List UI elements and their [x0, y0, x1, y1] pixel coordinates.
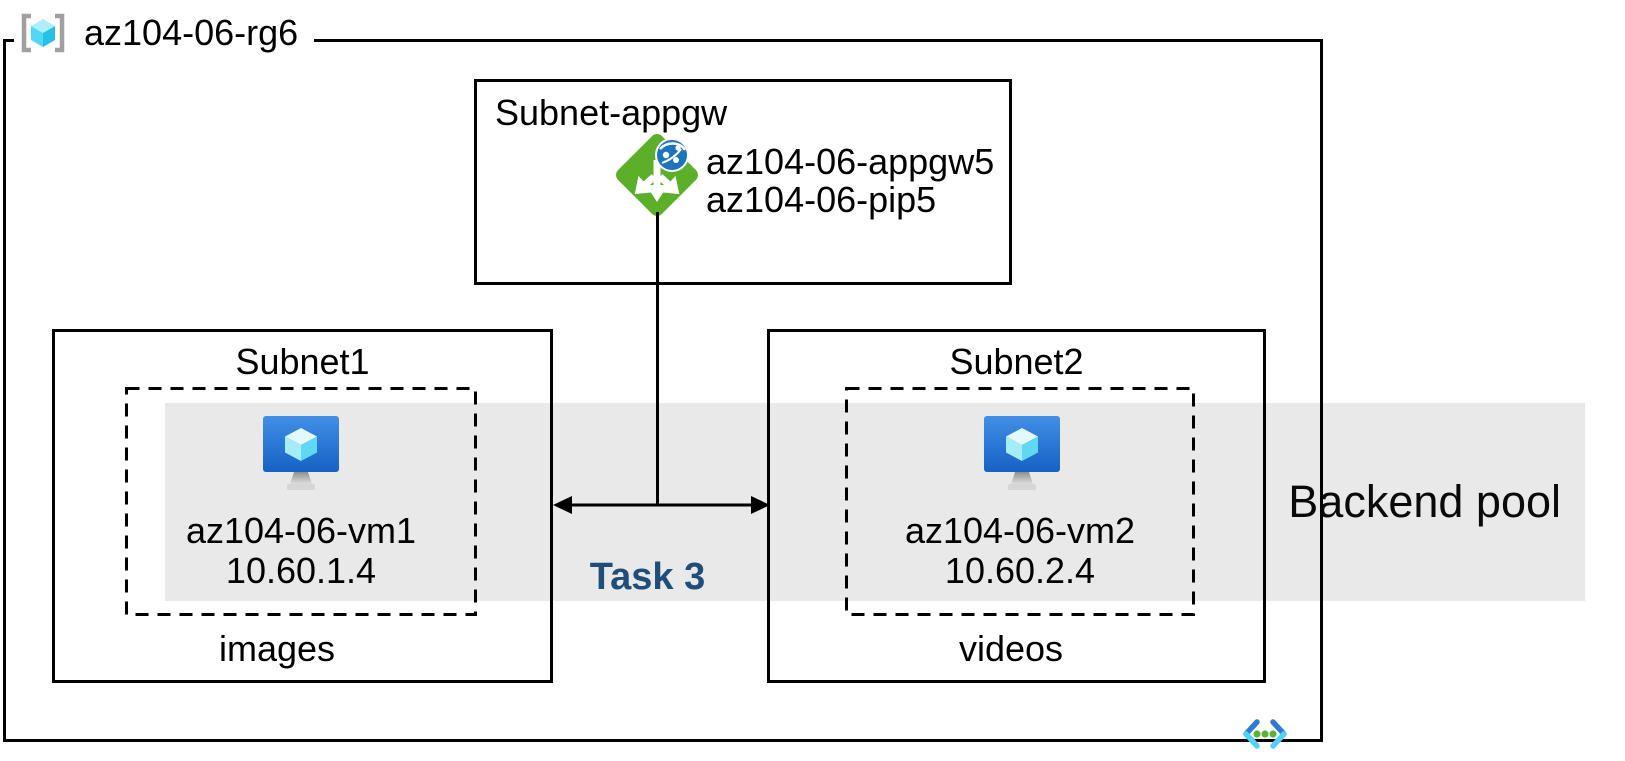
vm2-name: az104-06-vm2	[904, 510, 1136, 551]
resource-group-icon	[21, 13, 65, 53]
application-gateway-icon	[616, 134, 698, 216]
resource-group-box	[3, 39, 1323, 742]
vm1-info: az104-06-vm1 10.60.1.4	[125, 511, 477, 591]
resource-group-header: az104-06-rg6	[14, 6, 315, 60]
backend-pool-band: Backend pool	[165, 403, 1585, 601]
appgw-subnet-label: Subnet-appgw	[495, 92, 728, 133]
appgw-names: az104-06-appgw5 az104-06-pip5	[706, 143, 994, 219]
subnet1-label: Subnet1	[235, 341, 370, 382]
resource-group-name: az104-06-rg6	[84, 12, 299, 53]
virtual-network-icon	[1243, 719, 1287, 749]
vm2-ip: 10.60.2.4	[944, 550, 1096, 591]
appgw-name: az104-06-appgw5	[706, 141, 995, 182]
task-label: Task 3	[589, 556, 706, 598]
virtual-machine-icon	[984, 416, 1060, 490]
subnet2-storage-label: videos	[958, 628, 1064, 669]
appgw-subnet-box: Subnet-appgw	[474, 79, 1012, 285]
subnet1-box: Subnet1	[52, 329, 553, 683]
appgw-connector-line	[656, 212, 659, 506]
subnet1-storage-label: images	[218, 628, 336, 669]
vm1-name: az104-06-vm1	[185, 510, 417, 551]
double-arrow	[553, 496, 770, 514]
subnet1-vm-dashed-group	[125, 387, 477, 616]
subnet2-label: Subnet2	[949, 341, 1084, 382]
pip-name: az104-06-pip5	[706, 179, 937, 220]
vm1-ip: 10.60.1.4	[225, 550, 377, 591]
subnet2-box: Subnet2	[767, 329, 1266, 683]
virtual-machine-icon	[263, 416, 339, 490]
backend-pool-label: Backend pool	[1288, 476, 1561, 527]
vm2-info: az104-06-vm2 10.60.2.4	[845, 511, 1195, 591]
